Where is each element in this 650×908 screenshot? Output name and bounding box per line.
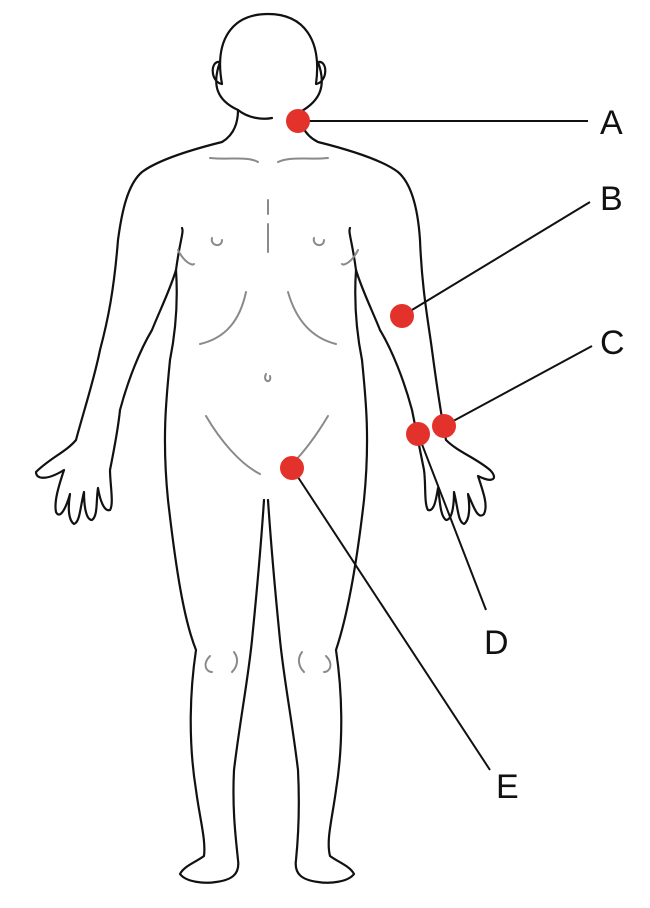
right-knee <box>297 651 332 673</box>
right-inner-arm <box>348 226 358 272</box>
markers <box>280 109 456 480</box>
body-outline <box>34 12 496 884</box>
right-nipple <box>312 237 325 246</box>
left-inner-arm <box>174 226 184 272</box>
left-side-outline <box>34 108 266 884</box>
label-a: A <box>600 104 623 142</box>
marker-d <box>406 422 430 446</box>
right-ribcage <box>287 291 337 345</box>
leader-lines <box>291 120 593 771</box>
leader-line-d <box>417 433 487 611</box>
labels: A B C D E <box>484 104 625 806</box>
leader-line-e <box>291 467 491 771</box>
marker-b <box>390 304 414 328</box>
marker-c <box>432 414 456 438</box>
right-side-outline <box>266 110 496 884</box>
body-details <box>177 157 359 673</box>
left-groin-line <box>205 415 261 475</box>
right-groin-line <box>291 415 329 465</box>
left-knee <box>204 651 239 673</box>
marker-e <box>280 456 304 480</box>
leader-line-b <box>401 201 591 317</box>
label-e: E <box>496 768 519 806</box>
head-outline <box>211 12 327 120</box>
left-ribcage <box>199 291 247 345</box>
left-nipple <box>210 237 223 246</box>
leader-line-c <box>443 345 593 427</box>
label-d: D <box>484 624 509 662</box>
left-clavicle <box>209 157 259 163</box>
right-clavicle <box>277 157 329 163</box>
left-chest-side <box>177 249 195 266</box>
navel <box>264 373 272 382</box>
right-chest-side <box>341 249 359 266</box>
label-b: B <box>600 180 623 218</box>
label-c: C <box>600 324 625 362</box>
marker-a <box>286 109 310 133</box>
